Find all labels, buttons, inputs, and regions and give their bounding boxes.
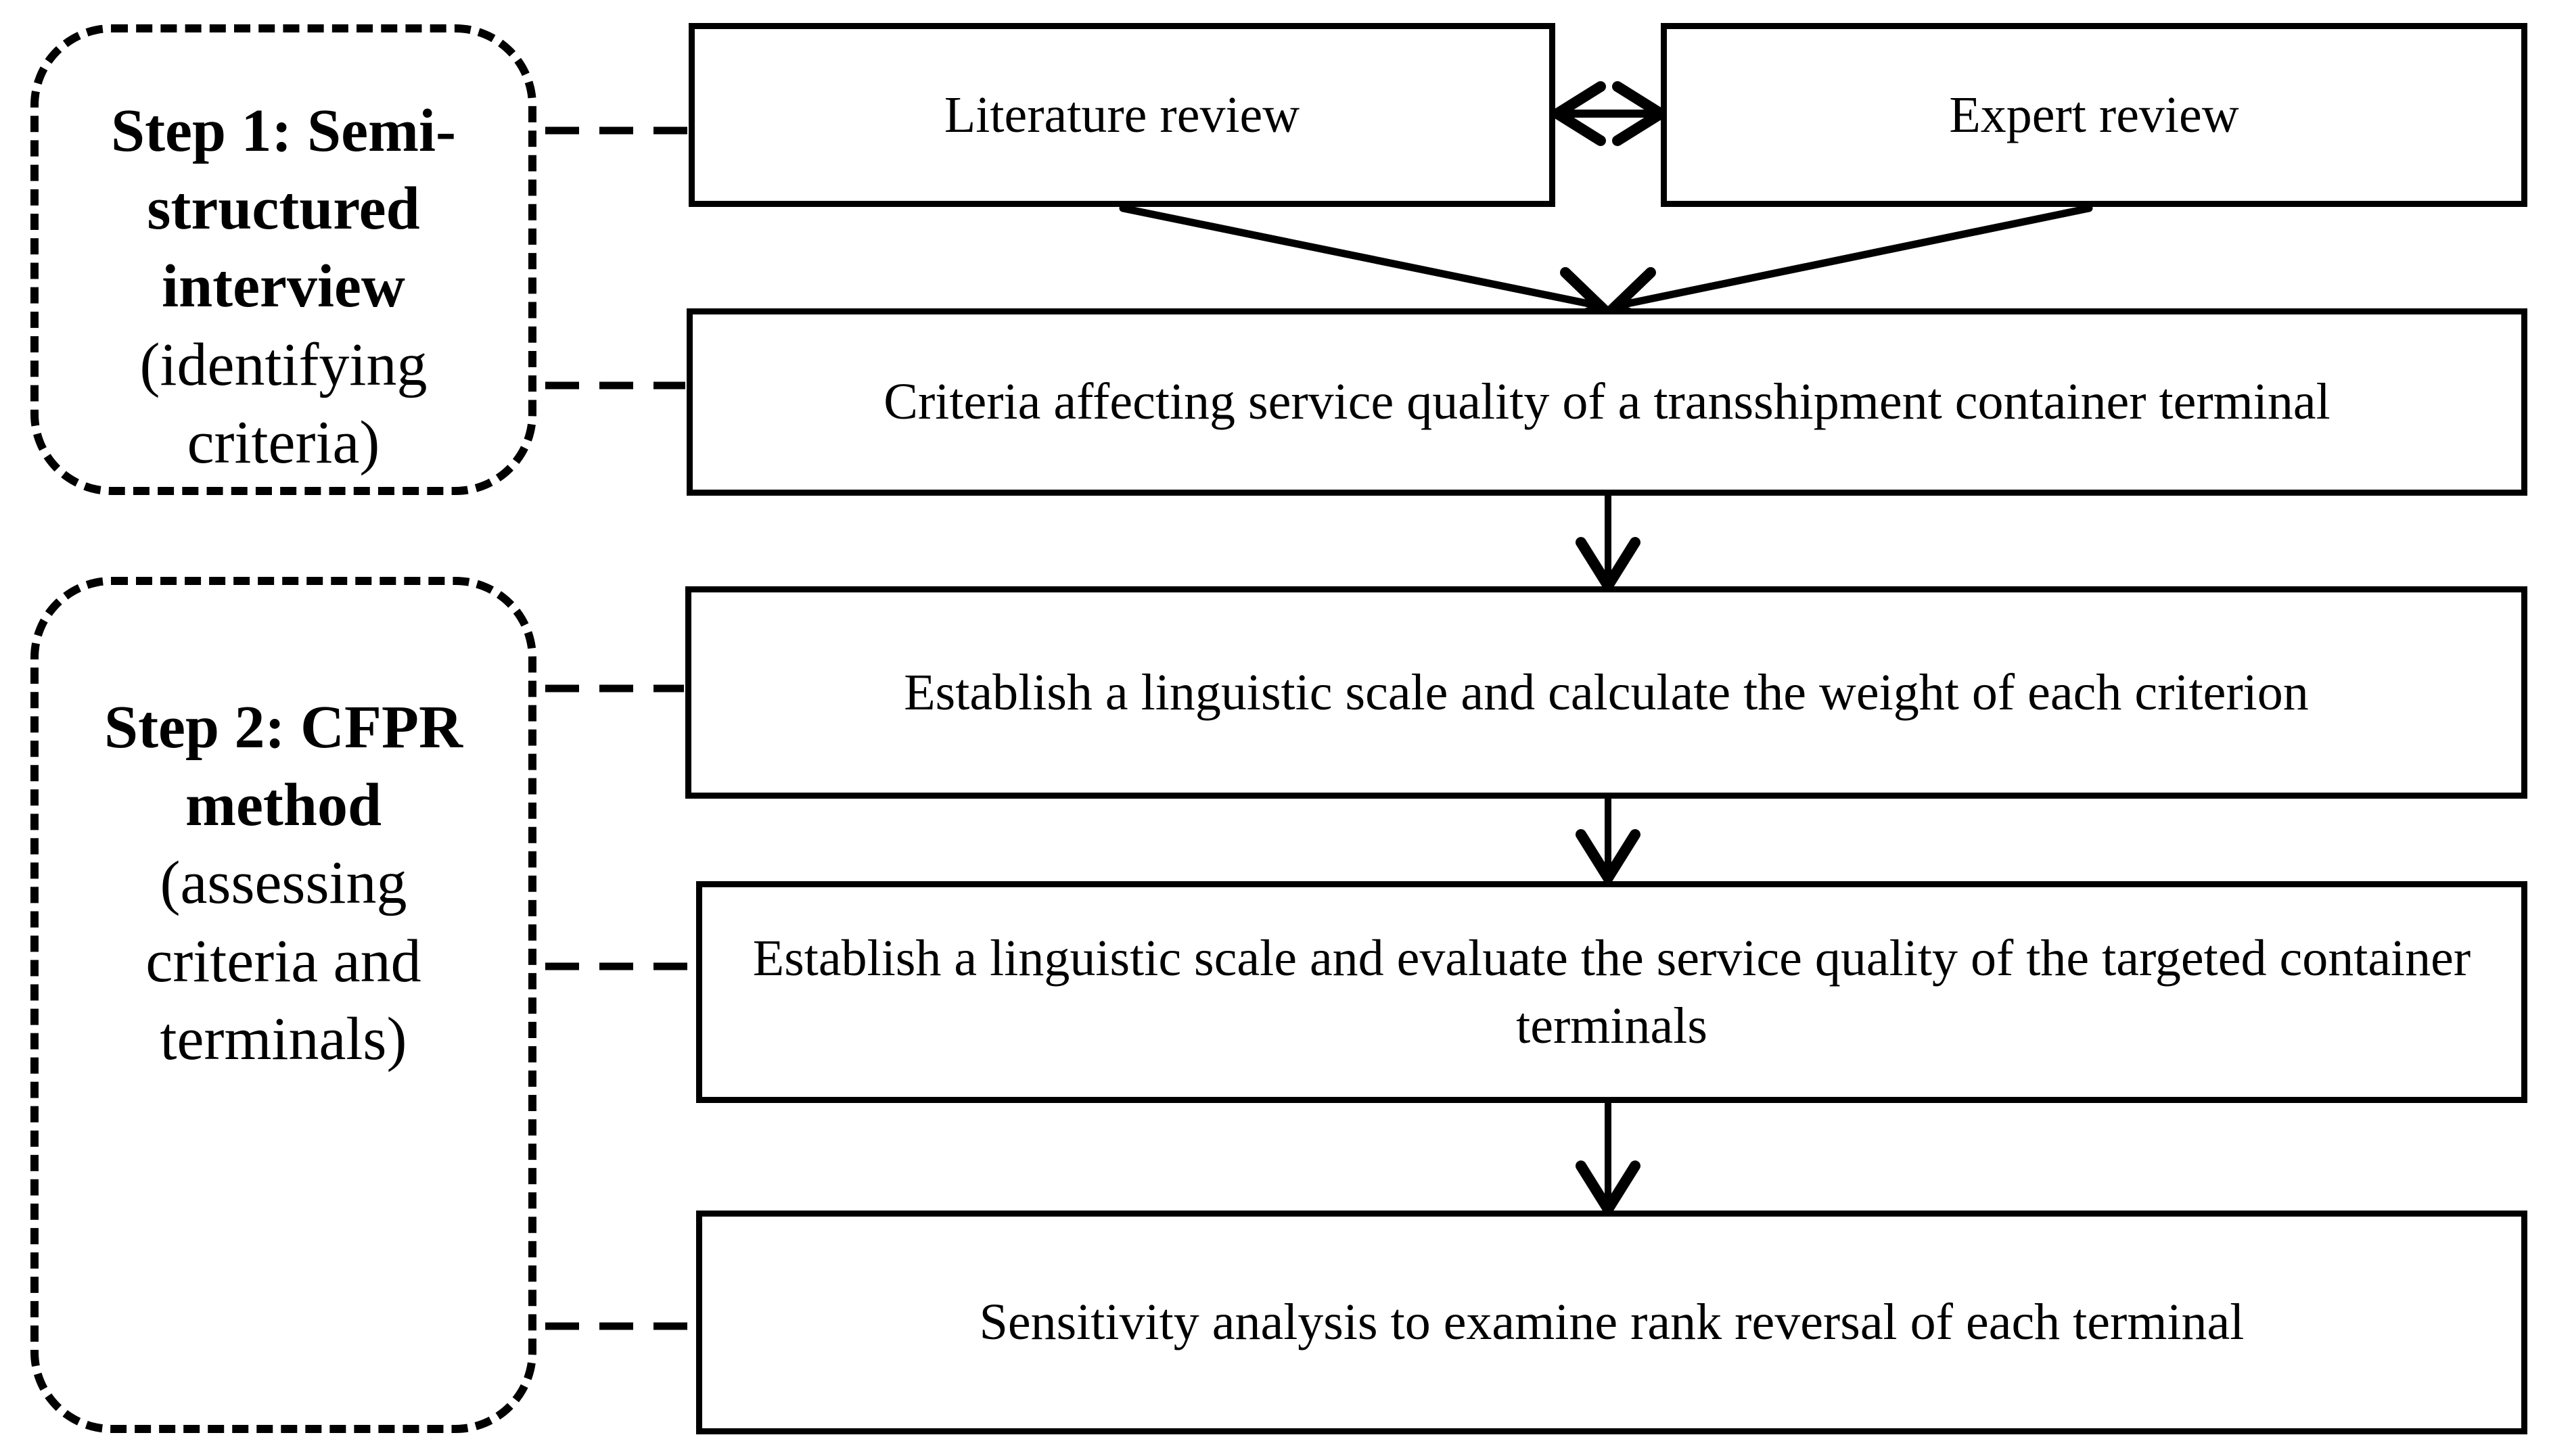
step1-title: Step 1: Semi-structured interview [111,97,456,321]
double-arrow-literature-expert [1546,81,1672,146]
sensitivity-box: Sensitivity analysis to examine rank rev… [696,1211,2527,1434]
step1-subtitle: (identifying criteria) [139,331,428,476]
arrowhead-icon [1576,1160,1640,1220]
step2-title: Step 2: CFPR method [104,694,463,839]
arrowhead-icon [1576,829,1640,889]
sensitivity-label: Sensitivity analysis to examine rank rev… [979,1294,2245,1351]
evaluation-box: Establish a linguistic scale and evaluat… [696,881,2527,1103]
step2-label-box: Step 2: CFPR method (assessing criteria … [30,577,536,1433]
literature-review-box: Literature review [689,23,1555,207]
step2-subtitle: (assessing criteria and terminals) [145,849,421,1073]
dashed-connectors [545,126,695,1330]
arrow-weights-to-evaluation [1576,796,1640,889]
expert-review-label: Expert review [1949,86,2239,143]
literature-review-label: Literature review [944,86,1300,143]
criteria-box: Criteria affecting service quality of a … [687,308,2527,496]
arrow-evaluation-to-sensitivity [1576,1100,1640,1220]
arrow-criteria-to-weights [1576,493,1640,596]
expert-review-box: Expert review [1661,23,2527,207]
criteria-label: Criteria affecting service quality of a … [883,373,2330,431]
arrowhead-left-icon [1546,81,1606,146]
step1-label-box: Step 1: Semi-structured interview (ident… [30,24,536,495]
weights-box: Establish a linguistic scale and calcula… [685,586,2527,799]
arrowhead-icon [1576,537,1640,596]
arrowhead-right-icon [1612,81,1672,146]
evaluation-label: Establish a linguistic scale and evaluat… [752,929,2471,1054]
weights-label: Establish a linguistic scale and calcula… [904,663,2309,721]
